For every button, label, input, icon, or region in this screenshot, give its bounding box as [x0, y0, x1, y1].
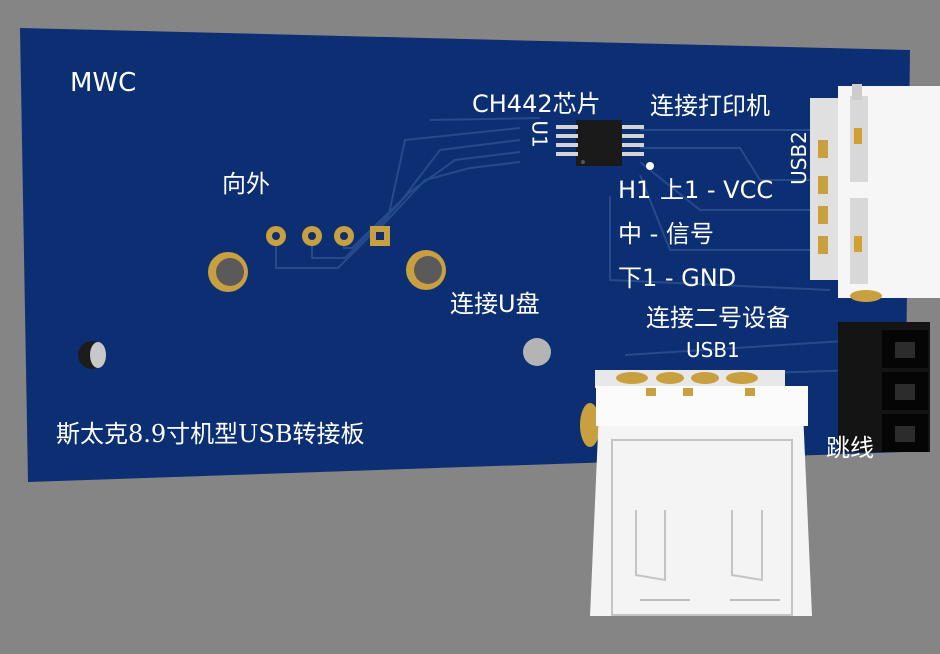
jumper-label: 跳线: [826, 434, 874, 462]
printer-label: 连接打印机: [650, 92, 770, 120]
brand-label: MWC: [70, 68, 137, 98]
chip-designator: U1: [527, 120, 552, 148]
chip-label: CH442芯片: [472, 90, 601, 118]
header-pads: [266, 226, 390, 246]
usb-mount-pad: [406, 250, 446, 290]
usb1-connector: [580, 370, 812, 616]
mounting-hole: [523, 338, 551, 366]
pcb-board: [20, 28, 910, 482]
udisk-label: 连接U盘: [450, 290, 540, 318]
usb1-label: USB1: [686, 338, 740, 362]
ch442-chip: [556, 120, 644, 166]
pin-bottom-label: 下1 - GND: [618, 264, 737, 292]
pin-top-label: 上1 - VCC: [660, 176, 774, 204]
device2-label: 连接二号设备: [646, 304, 790, 332]
usb-mount-pad: [208, 252, 248, 292]
usb2-label: USB2: [786, 131, 811, 185]
jumper-header: [838, 322, 930, 452]
pin-mid-label: 中 - 信号: [618, 220, 714, 248]
outward-label: 向外: [222, 170, 270, 198]
board-title: 斯太克8.9寸机型USB转接板: [56, 420, 365, 448]
pin1-marker: [646, 162, 654, 170]
pin-h1-label: H1: [618, 176, 652, 204]
mounting-hole: [78, 341, 106, 369]
usb2-connector: [810, 84, 940, 302]
